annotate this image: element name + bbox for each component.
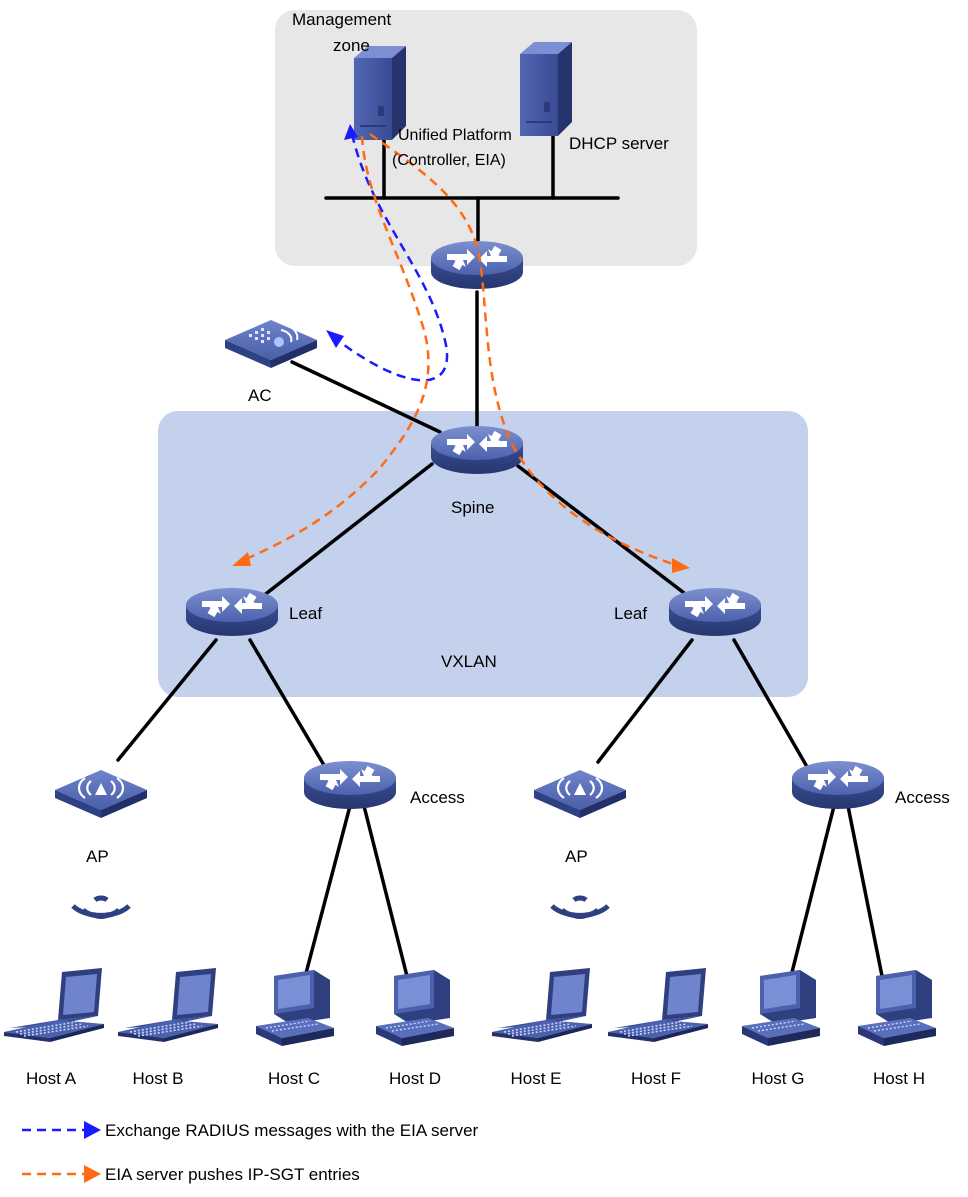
unified-platform-label-line2: (Controller, EIA) <box>392 152 506 169</box>
gateway-router-icon <box>431 241 523 289</box>
spine-label: Spine <box>451 498 494 517</box>
legend-radius: Exchange RADIUS messages with the EIA se… <box>22 1121 479 1140</box>
access-switch-right-icon <box>792 761 884 809</box>
management-zone-label-line1: Management <box>292 10 392 29</box>
host-h-desktop-icon <box>855 969 937 1049</box>
host-label: Host D <box>389 1069 441 1088</box>
host-a-laptop-icon <box>3 967 105 1043</box>
host-label: Host C <box>268 1069 320 1088</box>
legend: Exchange RADIUS messages with the EIA se… <box>22 1121 479 1184</box>
network-links <box>116 134 888 998</box>
ac-label: AC <box>248 386 272 405</box>
unified-platform-server-icon <box>353 45 407 141</box>
legend-radius-label: Exchange RADIUS messages with the EIA se… <box>105 1121 479 1140</box>
ap-right-label: AP <box>565 847 588 866</box>
dhcp-server-label: DHCP server <box>569 134 669 153</box>
host-g-desktop-icon <box>739 969 821 1049</box>
spine-switch-icon <box>431 426 523 474</box>
ap-left-label: AP <box>86 847 109 866</box>
host-label: Host E <box>510 1069 561 1088</box>
host-label: Host G <box>752 1069 805 1088</box>
host-label: Host B <box>132 1069 183 1088</box>
leaf-switch-right-icon <box>669 588 761 636</box>
legend-ipsgt-label: EIA server pushes IP-SGT entries <box>105 1165 360 1184</box>
legend-ipsgt: EIA server pushes IP-SGT entries <box>22 1165 360 1184</box>
host-f-laptop-icon <box>607 967 709 1043</box>
host-label: Host A <box>26 1069 77 1088</box>
vxlan-zone <box>158 411 808 697</box>
leaf-left-label: Leaf <box>289 604 322 623</box>
ipsgt-flow <box>232 132 690 573</box>
access-right-label: Access <box>895 788 950 807</box>
host-label: Host H <box>873 1069 925 1088</box>
host-e-laptop-icon <box>491 967 593 1043</box>
access-switch-left-icon <box>304 761 396 809</box>
wifi-left-icon <box>73 898 129 917</box>
ap-left-icon <box>53 768 149 820</box>
host-d-desktop-icon <box>373 969 455 1049</box>
ac-device-icon <box>224 319 318 369</box>
access-left-label: Access <box>410 788 465 807</box>
wifi-right-icon <box>552 898 608 917</box>
leaf-switch-left-icon <box>186 588 278 636</box>
unified-platform-label-line1: Unified Platform <box>398 127 512 144</box>
radius-flow <box>326 124 449 382</box>
management-zone-label-line2: zone <box>333 36 370 55</box>
host-labels: Host A Host B Host C Host D Host E Host … <box>26 1069 925 1088</box>
host-label: Host F <box>631 1069 681 1088</box>
vxlan-label: VXLAN <box>441 652 497 671</box>
host-b-laptop-icon <box>117 967 219 1043</box>
dhcp-server-icon <box>519 41 573 137</box>
leaf-right-label: Leaf <box>614 604 647 623</box>
ap-right-icon <box>532 768 628 820</box>
host-c-desktop-icon <box>253 969 335 1049</box>
